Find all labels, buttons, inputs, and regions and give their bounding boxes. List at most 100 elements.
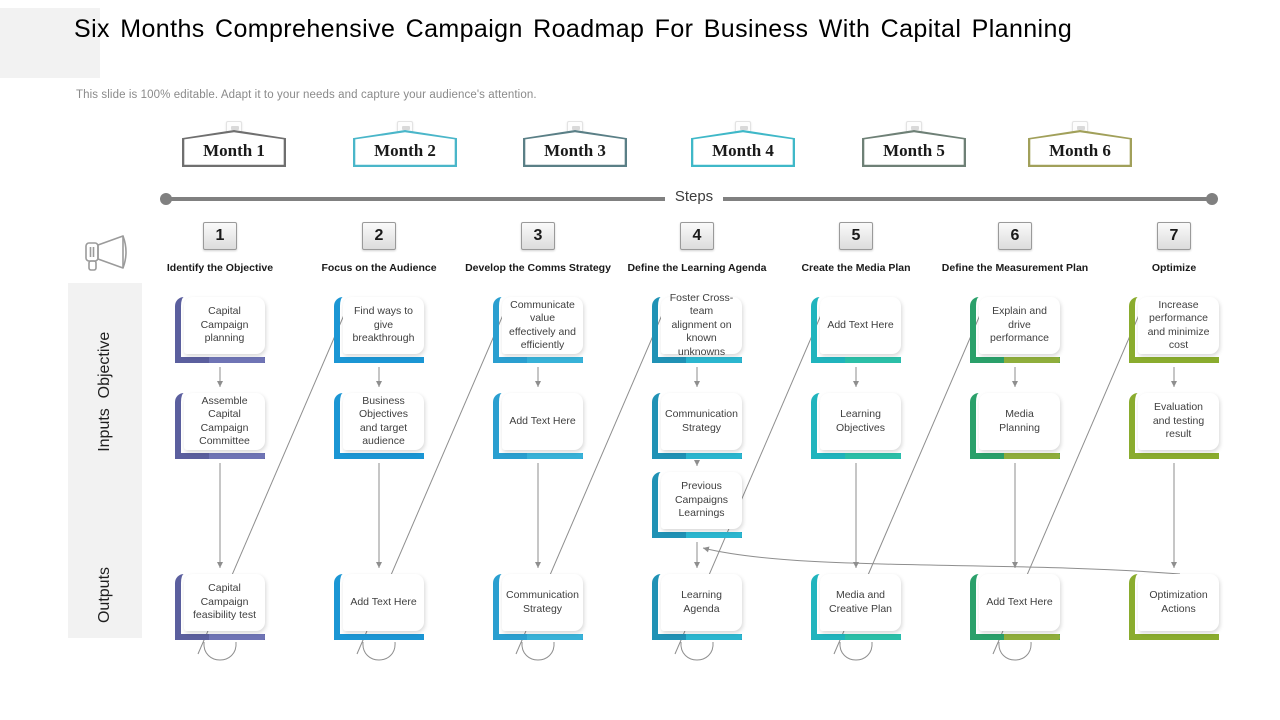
card-label: Capital Campaign planning xyxy=(184,297,265,354)
step-title-6: Define the Measurement Plan xyxy=(941,262,1089,274)
row-label-outputs: Outputs xyxy=(96,566,113,624)
card-accent-secondary xyxy=(527,357,583,363)
card-label: Add Text Here xyxy=(820,297,901,354)
megaphone-icon xyxy=(72,228,138,276)
card-outputs-2[interactable]: Add Text Here xyxy=(334,574,424,640)
step-title-1: Identify the Objective xyxy=(166,262,274,274)
card-accent-secondary xyxy=(1163,357,1219,363)
card-accent-secondary xyxy=(845,453,901,459)
card-label: Business Objectives and target audience xyxy=(343,393,424,450)
card-accent-secondary xyxy=(686,357,742,363)
card-outputs-4[interactable]: Learning Agenda xyxy=(652,574,742,640)
card-accent-secondary xyxy=(686,453,742,459)
axis-bar-left xyxy=(168,197,665,201)
month-banner-shape xyxy=(691,130,795,167)
card-accent-secondary xyxy=(368,357,424,363)
card-accent-secondary xyxy=(368,453,424,459)
card-objective-2[interactable]: Find ways to give breakthrough xyxy=(334,297,424,363)
step-title-4: Define the Learning Agenda xyxy=(627,262,767,274)
month-label: Month 1 xyxy=(203,141,265,160)
step-number-5[interactable]: 5 xyxy=(839,222,873,250)
card-label: Add Text Here xyxy=(979,574,1060,631)
card-objective-3[interactable]: Communicate value effectively and effici… xyxy=(493,297,583,363)
axis-cap-left xyxy=(160,193,172,205)
card-inputs-4[interactable]: Communication Strategy xyxy=(652,393,742,459)
step-number-2[interactable]: 2 xyxy=(362,222,396,250)
card-outputs-1[interactable]: Capital Campaign feasibility test xyxy=(175,574,265,640)
card-label: Learning Agenda xyxy=(661,574,742,631)
month-label: Month 2 xyxy=(374,141,436,160)
card-accent-secondary xyxy=(1004,634,1060,640)
month-banner-shape xyxy=(353,130,457,167)
card-outputs-7[interactable]: Optimization Actions xyxy=(1129,574,1219,640)
card-label: Capital Campaign feasibility test xyxy=(184,574,265,631)
axis-label: Steps xyxy=(665,188,723,205)
step-number-6[interactable]: 6 xyxy=(998,222,1032,250)
card-accent-secondary xyxy=(209,453,265,459)
month-banner-4[interactable]: Month 4 xyxy=(691,121,795,169)
card-objective-1[interactable]: Capital Campaign planning xyxy=(175,297,265,363)
card-label: Add Text Here xyxy=(502,393,583,450)
card-accent-secondary xyxy=(686,532,742,538)
month-label: Month 5 xyxy=(883,141,945,160)
card-accent-secondary xyxy=(209,357,265,363)
card-label: Increase performance and minimize cost xyxy=(1138,297,1219,354)
month-banner-shape xyxy=(182,130,286,167)
card-objective-6[interactable]: Explain and drive performance xyxy=(970,297,1060,363)
card-label: Previous Campaigns Learnings xyxy=(661,472,742,529)
month-banner-shape xyxy=(1028,130,1132,167)
card-label: Media and Creative Plan xyxy=(820,574,901,631)
card-label: Assemble Capital Campaign Committee xyxy=(184,393,265,450)
step-title-5: Create the Media Plan xyxy=(801,262,911,274)
month-label: Month 4 xyxy=(712,141,774,160)
step-number-4[interactable]: 4 xyxy=(680,222,714,250)
axis-cap-right xyxy=(1206,193,1218,205)
month-label: Month 3 xyxy=(544,141,606,160)
card-accent-secondary xyxy=(368,634,424,640)
card-label: Communicate value effectively and effici… xyxy=(502,297,583,354)
card-inputs-2[interactable]: Business Objectives and target audience xyxy=(334,393,424,459)
month-banner-6[interactable]: Month 6 xyxy=(1028,121,1132,169)
card-inputs-3[interactable]: Add Text Here xyxy=(493,393,583,459)
card-accent-secondary xyxy=(845,634,901,640)
card-label: Foster Cross-team alignment on known unk… xyxy=(661,292,742,358)
month-banner-5[interactable]: Month 5 xyxy=(862,121,966,169)
card-objective-4[interactable]: Foster Cross-team alignment on known unk… xyxy=(652,292,742,363)
step-number-3[interactable]: 3 xyxy=(521,222,555,250)
step-title-2: Focus on the Audience xyxy=(321,262,437,274)
card-accent-secondary xyxy=(845,357,901,363)
month-banner-1[interactable]: Month 1 xyxy=(182,121,286,169)
month-banner-3[interactable]: Month 3 xyxy=(523,121,627,169)
card-accent-secondary xyxy=(686,634,742,640)
page-title: Six Months Comprehensive Campaign Roadma… xyxy=(74,15,1073,43)
card-label: Optimization Actions xyxy=(1138,574,1219,631)
card-inputs-5[interactable]: Learning Objectives xyxy=(811,393,901,459)
card-accent-secondary xyxy=(1004,453,1060,459)
row-label-rail xyxy=(68,283,142,638)
step-number-7[interactable]: 7 xyxy=(1157,222,1191,250)
card-accent-secondary xyxy=(1163,453,1219,459)
card-outputs-3[interactable]: Communication Strategy xyxy=(493,574,583,640)
card-outputs-6[interactable]: Add Text Here xyxy=(970,574,1060,640)
card-label: Media Planning xyxy=(979,393,1060,450)
card-label: Learning Objectives xyxy=(820,393,901,450)
card-objective-5[interactable]: Add Text Here xyxy=(811,297,901,363)
step-number-1[interactable]: 1 xyxy=(203,222,237,250)
row-label-objective: Objective xyxy=(96,331,113,399)
card-label: Find ways to give breakthrough xyxy=(343,297,424,354)
month-banner-2[interactable]: Month 2 xyxy=(353,121,457,169)
card-outputs-5[interactable]: Media and Creative Plan xyxy=(811,574,901,640)
card-inputs-1[interactable]: Assemble Capital Campaign Committee xyxy=(175,393,265,459)
card-inputs-7[interactable]: Evaluation and testing result xyxy=(1129,393,1219,459)
card-objective-7[interactable]: Increase performance and minimize cost xyxy=(1129,297,1219,363)
card-accent-secondary xyxy=(527,453,583,459)
steps-axis: Steps xyxy=(160,188,1218,208)
month-label: Month 6 xyxy=(1049,141,1111,160)
step-title-7: Optimize xyxy=(1151,262,1197,274)
card-inputs-6[interactable]: Media Planning xyxy=(970,393,1060,459)
card-label: Add Text Here xyxy=(343,574,424,631)
card-label: Communication Strategy xyxy=(661,393,742,450)
card-inputs-extra-4[interactable]: Previous Campaigns Learnings xyxy=(652,472,742,538)
card-accent-secondary xyxy=(1004,357,1060,363)
